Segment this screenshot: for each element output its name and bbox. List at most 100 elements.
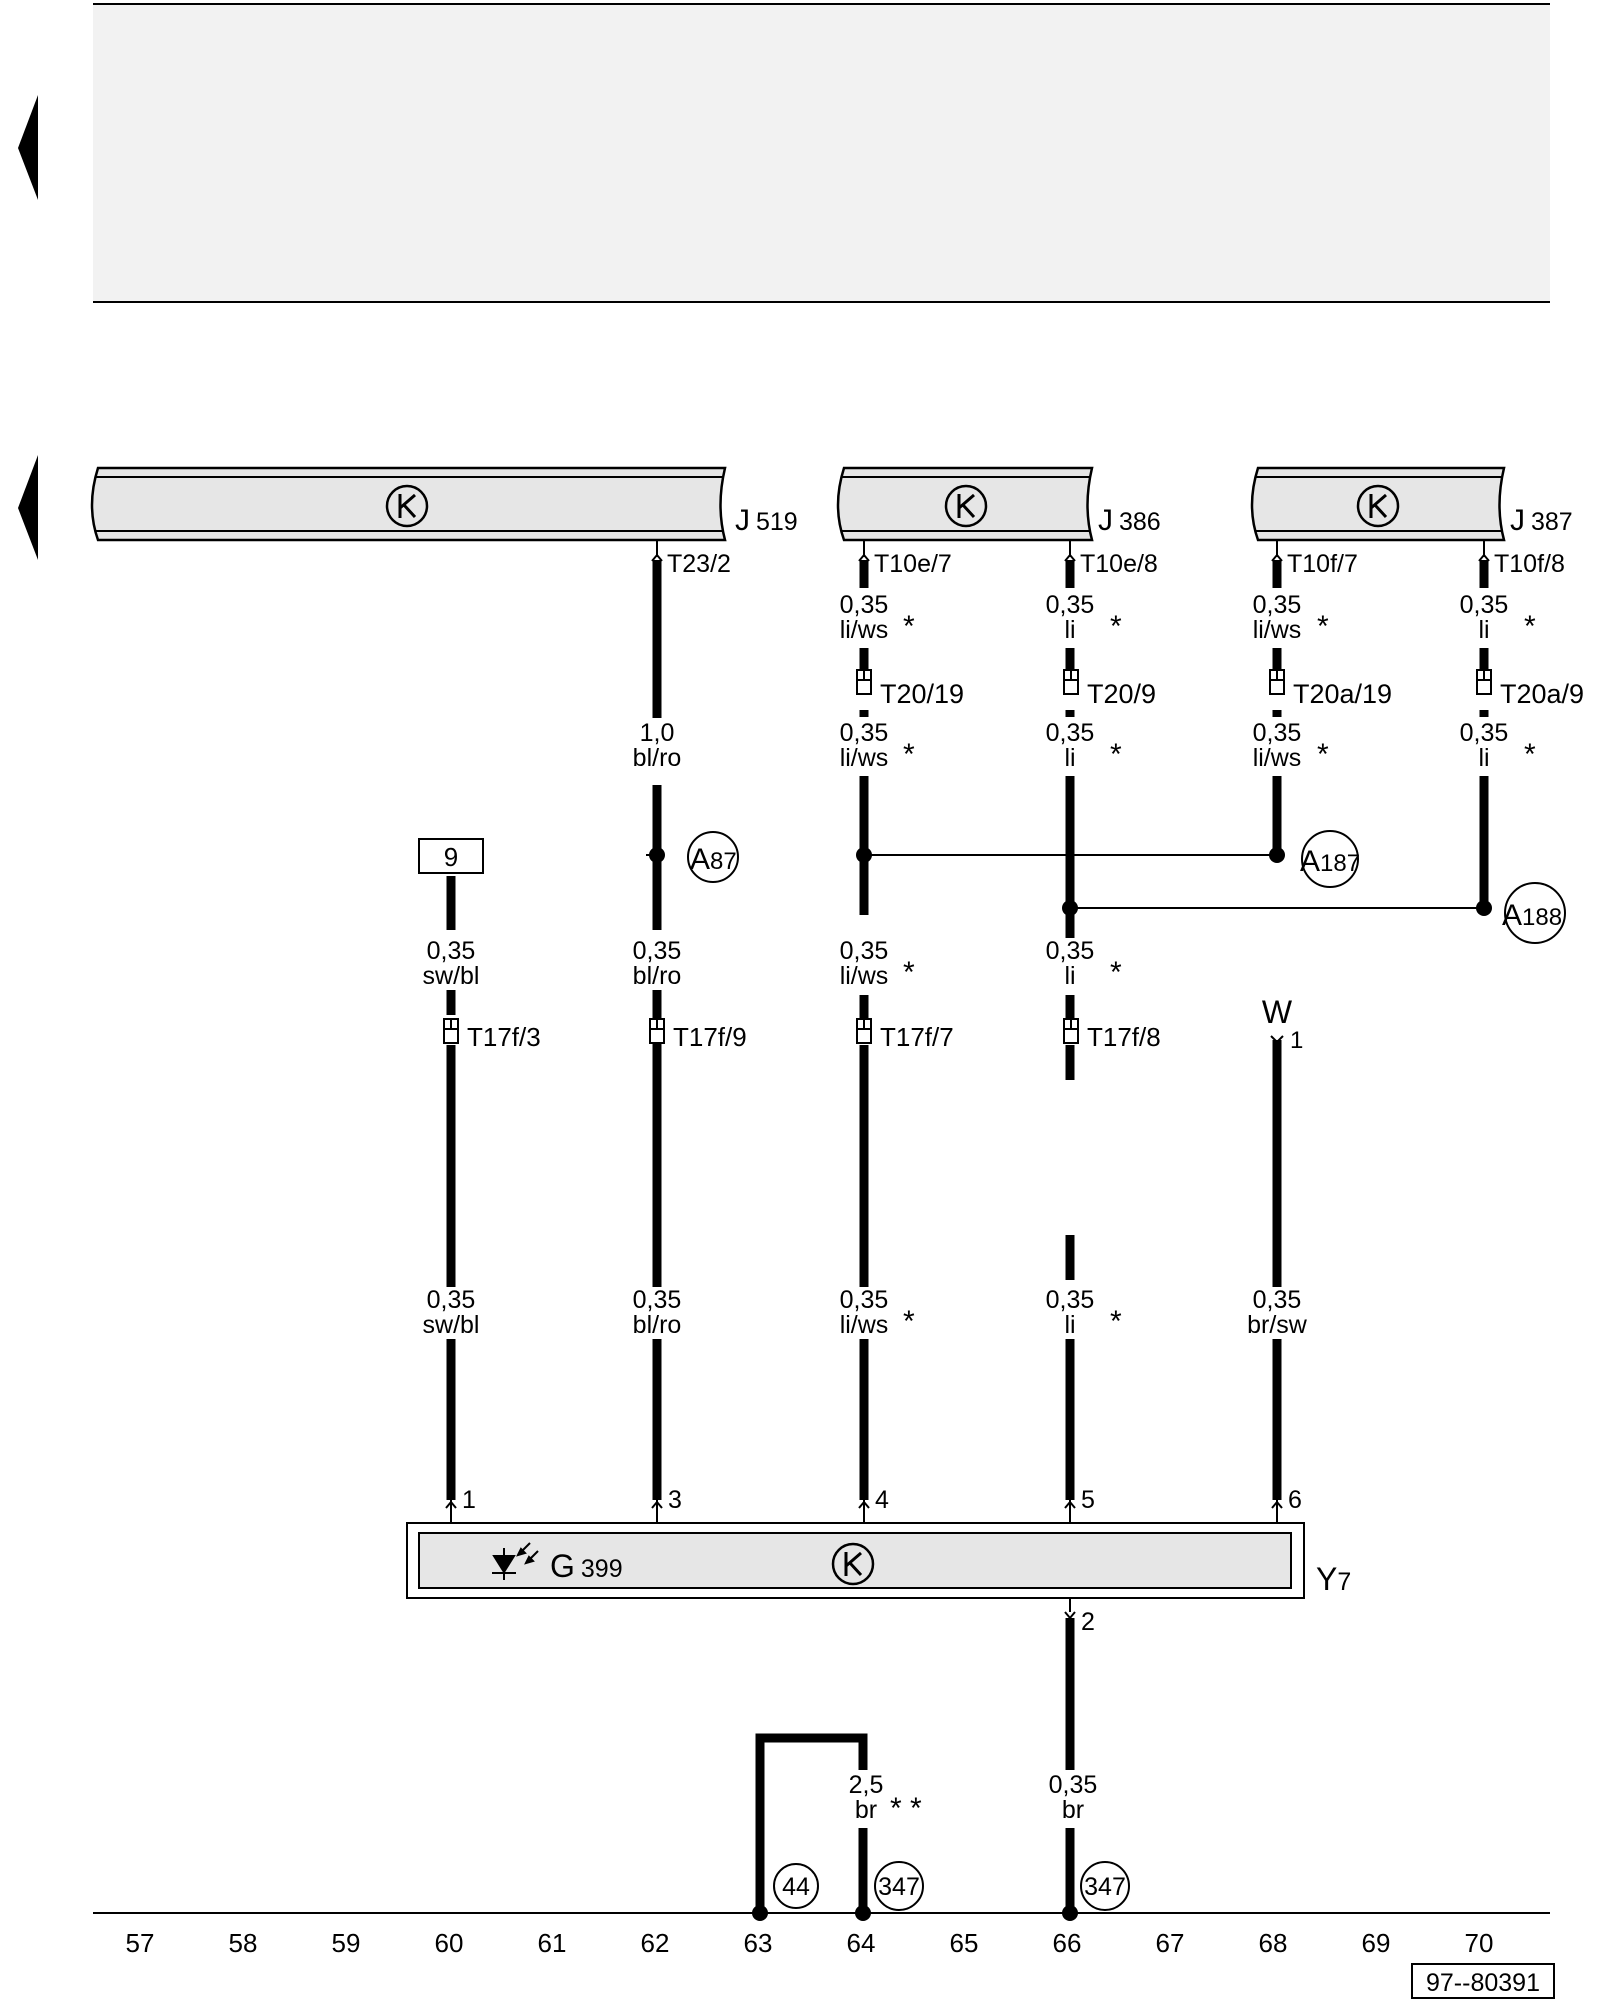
track-number: 69 — [1362, 1928, 1391, 1958]
control-unit-icon — [1356, 484, 1400, 528]
svg-text:*: * — [1110, 956, 1122, 989]
svg-text:*: * — [903, 956, 915, 989]
junction-a87: A87 — [687, 831, 739, 883]
svg-text:*: * — [1110, 1305, 1122, 1338]
junction-a187: A187 — [1300, 830, 1360, 888]
wires — [446, 560, 1489, 1910]
wire-color: sw/bl — [423, 962, 480, 990]
svg-text:*: * — [1110, 738, 1122, 771]
ground-ref-44[interactable]: 44 — [773, 1863, 819, 1909]
ground-ref-347-b[interactable]: 347 — [1080, 1861, 1130, 1911]
pin-3: 3 — [668, 1486, 682, 1514]
wire-size: 0,35 — [840, 719, 889, 747]
wire-color: li/ws — [840, 962, 889, 990]
wire-color: li/ws — [840, 1311, 889, 1339]
wire-labels: 0,35 li/ws 0,35 li 0,35 li/ws 0,35 li 1,… — [423, 591, 1509, 1824]
track-number: 65 — [950, 1928, 979, 1958]
wire-color: li — [1478, 744, 1489, 772]
control-unit-icon — [831, 1542, 875, 1586]
nav-arrow-main[interactable] — [18, 455, 38, 560]
wire-size: 0,35 — [427, 937, 476, 965]
wire-size: 0,35 — [1253, 591, 1302, 619]
wire-size: 1,0 — [640, 719, 675, 747]
wire-size: 0,35 — [840, 591, 889, 619]
track-number: 63 — [744, 1928, 773, 1958]
track-number: 70 — [1465, 1928, 1494, 1958]
wire-color: bl/ro — [633, 962, 682, 990]
svg-text:*: * — [1317, 610, 1329, 643]
svg-text:*: * — [1524, 738, 1536, 771]
connector-t10f-7: T10f/7 — [1287, 550, 1358, 578]
track-numbers: 57 58 59 60 61 62 63 64 65 66 67 68 69 70 — [126, 1928, 1494, 1958]
wire-color: li/ws — [1253, 616, 1302, 644]
svg-text:A188: A188 — [1502, 899, 1562, 932]
track-number: 62 — [641, 1928, 670, 1958]
reference-box-9[interactable] — [418, 838, 484, 874]
svg-text:347: 347 — [1084, 1873, 1126, 1901]
wire-color: li/ws — [840, 744, 889, 772]
svg-text:347: 347 — [878, 1873, 920, 1901]
track-number: 64 — [847, 1928, 876, 1958]
pin-2: 2 — [1081, 1608, 1095, 1636]
connector-t17f-9: T17f/9 — [673, 1022, 747, 1052]
wire-size: 0,35 — [1046, 591, 1095, 619]
wire-size: 0,35 — [1049, 1771, 1098, 1799]
svg-text:* *: * * — [890, 1792, 922, 1825]
wire-size: 0,35 — [1460, 719, 1509, 747]
wire-size: 0,35 — [1253, 1286, 1302, 1314]
wire-size: 0,35 — [1046, 719, 1095, 747]
wire-color: sw/bl — [423, 1311, 480, 1339]
photodiode-icon — [492, 1542, 539, 1580]
connector-t20-19: T20/19 — [880, 679, 964, 709]
terminal-w-pin: 1 — [1290, 1027, 1303, 1054]
wire-size: 0,35 — [1046, 1286, 1095, 1314]
nav-arrow-top[interactable] — [18, 95, 38, 200]
track-number: 57 — [126, 1928, 155, 1958]
wire-size: 0,35 — [427, 1286, 476, 1314]
reference-box-label: 9 — [444, 842, 458, 872]
wire-color: li — [1064, 1311, 1075, 1339]
track-number: 61 — [538, 1928, 567, 1958]
connector-t20-9: T20/9 — [1087, 679, 1156, 709]
wire-color: li/ws — [840, 616, 889, 644]
svg-text:*: * — [1110, 610, 1122, 643]
track-number: 68 — [1259, 1928, 1288, 1958]
pin-5: 5 — [1081, 1486, 1095, 1514]
track-number: 67 — [1156, 1928, 1185, 1958]
pin-1: 1 — [462, 1486, 476, 1514]
junction-a188: A188 — [1502, 882, 1566, 944]
connector-t10e-7: T10e/7 — [874, 550, 952, 578]
svg-text:*: * — [1317, 738, 1329, 771]
track-number: 59 — [332, 1928, 361, 1958]
wire-color: li — [1064, 744, 1075, 772]
wire-size: 0,35 — [633, 1286, 682, 1314]
control-unit-icon — [944, 484, 988, 528]
pin-6: 6 — [1288, 1486, 1302, 1514]
wire-color: bl/ro — [633, 744, 682, 772]
track-number: 58 — [229, 1928, 258, 1958]
ground-ref-347-a[interactable]: 347 — [874, 1861, 924, 1911]
track-number: 60 — [435, 1928, 464, 1958]
pin-4: 4 — [875, 1486, 889, 1514]
wire-size: 0,35 — [1460, 591, 1509, 619]
svg-text:A87: A87 — [690, 843, 737, 876]
track-number: 66 — [1053, 1928, 1082, 1958]
wire-notes: * * * * * * * * * * * * * * — [890, 610, 1536, 1825]
figure-code-box — [1411, 1963, 1555, 1999]
wire-color: br/sw — [1247, 1311, 1308, 1339]
connector-t20a-19: T20a/19 — [1293, 679, 1392, 709]
connector-t17f-7: T17f/7 — [880, 1022, 954, 1052]
wire-size: 0,35 — [1046, 937, 1095, 965]
wire-size: 0,35 — [1253, 719, 1302, 747]
wire-size: 0,35 — [840, 1286, 889, 1314]
svg-text:*: * — [1524, 610, 1536, 643]
